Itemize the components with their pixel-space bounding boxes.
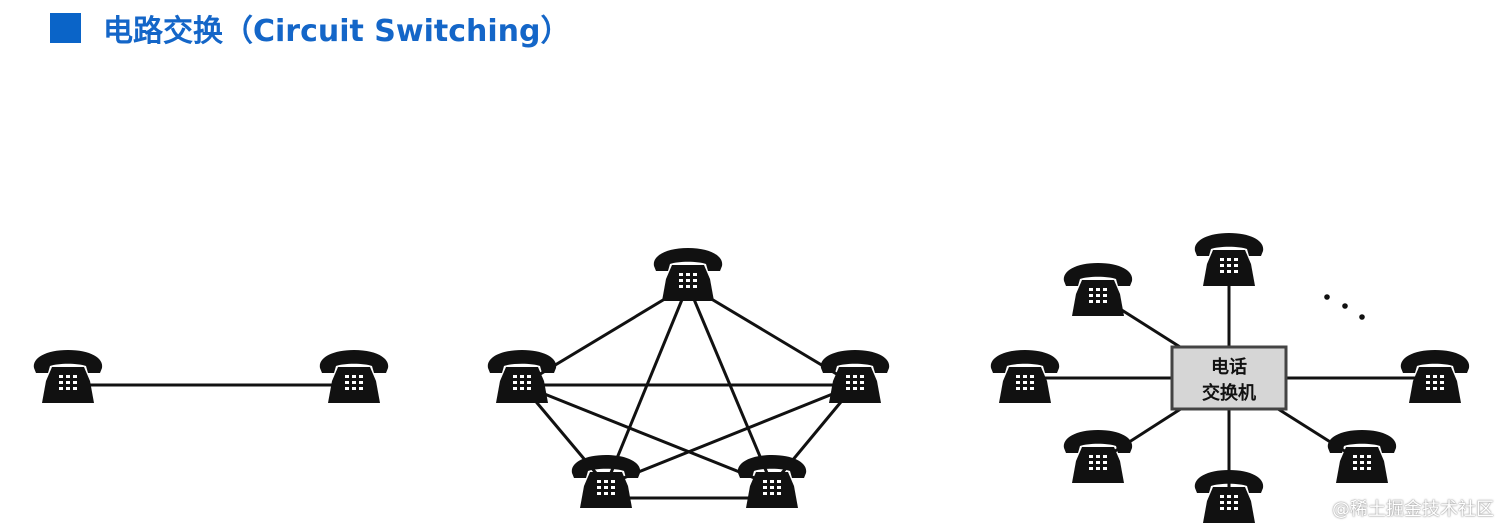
phone-icon xyxy=(33,350,103,403)
more-phones-ellipsis xyxy=(1324,294,1365,320)
phone-icon xyxy=(820,350,890,403)
switch-label-line1: 电话 xyxy=(1211,356,1247,378)
phone-icon xyxy=(1194,470,1264,523)
phone-icon xyxy=(571,455,641,508)
direct-connection-group xyxy=(33,350,389,403)
phone-icon xyxy=(653,248,723,301)
phone-icon xyxy=(1194,233,1264,286)
phone-icon xyxy=(1327,430,1397,483)
phone-icon xyxy=(319,350,389,403)
full-mesh-group xyxy=(520,283,857,500)
phone-icon xyxy=(1063,430,1133,483)
slide-title: 电路交换（Circuit Switching） xyxy=(103,14,571,49)
switch-label-line2: 交换机 xyxy=(1202,382,1256,404)
mesh-link xyxy=(521,383,773,487)
mesh-link xyxy=(605,383,856,487)
phone-icon xyxy=(737,455,807,508)
phone-icon xyxy=(1063,263,1133,316)
telephone-switch: 电话 交换机 xyxy=(1170,345,1288,411)
watermark: @稀土掘金技术社区 xyxy=(1332,499,1494,520)
phone-icon xyxy=(487,350,557,403)
slide-header: 电路交换（Circuit Switching） xyxy=(50,6,571,50)
title-marker xyxy=(50,13,81,43)
